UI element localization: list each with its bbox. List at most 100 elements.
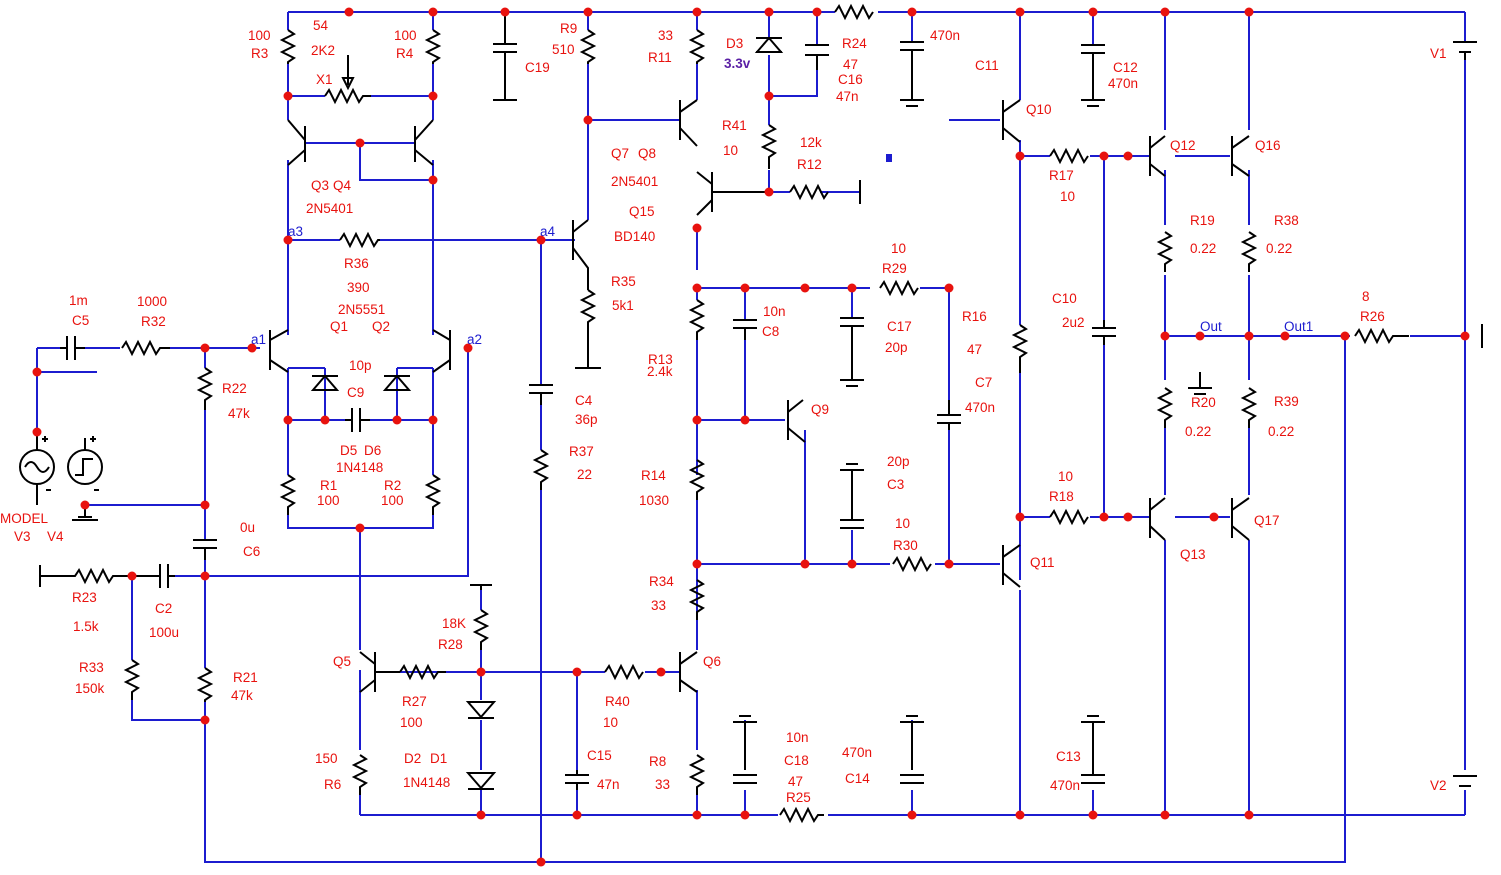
r13-value: 2.4k: [647, 364, 673, 379]
q17-symbol: [1231, 497, 1250, 541]
junction-dot: [740, 415, 750, 425]
r2-symbol: [424, 474, 442, 515]
r29-symbol: [879, 279, 919, 297]
junction-dot: [692, 559, 702, 569]
junction-dot: [428, 415, 438, 425]
junction-dot: [740, 283, 750, 293]
c9-label: C9: [347, 385, 364, 400]
junction-dot: [1160, 7, 1170, 17]
c6-label: C6: [243, 544, 260, 559]
junction-dot: [1015, 512, 1025, 522]
r34-symbol: [688, 579, 706, 620]
junction-dot: [283, 235, 293, 245]
junction-dot: [764, 187, 774, 197]
r8-label: R8: [649, 754, 666, 769]
c2-label: C2: [155, 601, 172, 616]
r12-value: 12k: [800, 135, 822, 150]
d56-type: 1N4148: [336, 460, 383, 475]
d3-symbol: [754, 36, 784, 53]
r19-symbol: [1156, 231, 1174, 272]
v1-symbol: [1453, 41, 1477, 60]
r19-value: 0.22: [1190, 241, 1216, 256]
c11-label: C11: [975, 58, 999, 73]
r39-symbol: [1240, 387, 1258, 428]
r25-label: R25: [786, 790, 811, 805]
c17-symbol: [840, 317, 864, 387]
junction-dot: [907, 7, 917, 17]
junction-dot: [572, 810, 582, 820]
c2-value: 100u: [149, 625, 179, 640]
net-a2: a2: [467, 332, 482, 347]
c470n-top-symbol: [900, 41, 924, 107]
q4-symbol: [414, 119, 434, 166]
junction-dot: [536, 857, 546, 867]
c4-label: C4: [575, 393, 593, 408]
r26-value: 8: [1362, 289, 1370, 304]
c-470n-top-value: 470n: [930, 28, 960, 43]
x1-value: 2K2: [311, 43, 335, 58]
junction-dot: [1244, 7, 1254, 17]
junction-dot: [463, 343, 473, 353]
q1-symbol: [269, 329, 289, 373]
d3-label: D3: [726, 36, 743, 51]
r34-label: R34: [649, 574, 674, 589]
labels: 100 R3 54 2K2 X1 100 R4 C19 R9 510 33 R1…: [0, 18, 1447, 805]
junction-dot: [847, 283, 857, 293]
c13-label: C13: [1056, 749, 1081, 764]
junction-dot: [1015, 151, 1025, 161]
c6-symbol: [193, 539, 217, 560]
r26-symbol: [1354, 324, 1483, 348]
c4-value: 36p: [575, 412, 598, 427]
d2-label: D2: [404, 751, 421, 766]
junction-dot: [500, 7, 510, 17]
junction-dots: [32, 7, 1470, 867]
junction-dot: [800, 283, 810, 293]
c8-value: 10n: [763, 304, 786, 319]
r6-label: R6: [324, 777, 341, 792]
v4-step-source-symbol: [67, 449, 103, 485]
c9-value: 10p: [349, 358, 372, 373]
d1-label: D1: [430, 751, 447, 766]
r32-value: 1000: [137, 294, 167, 309]
junction-dot: [1340, 331, 1350, 341]
junction-dot: [1280, 331, 1290, 341]
net-a1: a1: [251, 332, 266, 347]
junction-dot: [1460, 331, 1470, 341]
x1-label: X1: [316, 72, 333, 87]
junction-dot: [344, 7, 354, 17]
junction-dot: [1099, 151, 1109, 161]
r3-value: 100: [248, 28, 271, 43]
wires: [36, 11, 1466, 863]
junction-dot: [1160, 331, 1170, 341]
c13-value: 470n: [1050, 778, 1080, 793]
r11-symbol: [688, 29, 706, 64]
junction-dot: [800, 559, 810, 569]
r33-label: R33: [79, 660, 104, 675]
c12-label: C12: [1113, 60, 1138, 75]
r35-value: 5k1: [612, 298, 634, 313]
junction-dot: [1160, 810, 1170, 820]
c3-symbol: [840, 463, 864, 529]
d5-symbol: [310, 374, 340, 391]
junction-dot: [583, 7, 593, 17]
d5-label: D5: [340, 443, 357, 458]
r36-symbol: [339, 231, 380, 249]
r33-symbol: [123, 659, 141, 700]
junction-dot: [847, 559, 857, 569]
d6-symbol: [382, 374, 412, 391]
junction-dot: [944, 559, 954, 569]
r25-value: 47: [788, 774, 803, 789]
c13-symbol: [1081, 715, 1105, 784]
r2-value: 100: [381, 493, 404, 508]
c19-label: C19: [525, 60, 550, 75]
r27-symbol: [399, 663, 446, 681]
r14-value: 1030: [639, 493, 669, 508]
v2-label: V2: [1430, 778, 1447, 793]
model-label: MODEL: [0, 511, 49, 526]
junction-dot: [428, 175, 438, 185]
junction-dot: [1244, 810, 1254, 820]
r36-value: 390: [347, 280, 370, 295]
r13-symbol: [688, 299, 706, 340]
c16-symbol: [805, 44, 829, 70]
r1-label: R1: [320, 478, 337, 493]
